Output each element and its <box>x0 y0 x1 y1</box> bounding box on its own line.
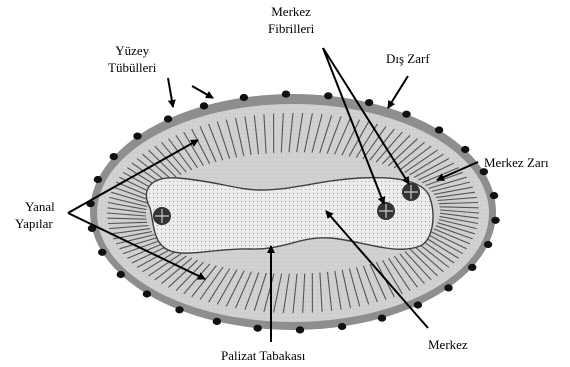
label-merkez: Merkez <box>428 336 468 353</box>
label-yuzey-tubulleri-line2: Tübülleri <box>108 59 156 76</box>
label-dis-zarf: Dış Zarf <box>386 50 430 67</box>
surface-tubule <box>94 176 102 183</box>
surface-tubule <box>296 326 304 333</box>
surface-tubule <box>254 325 262 332</box>
label-yanal-yapilar-line2: Yapılar <box>15 215 55 232</box>
surface-tubule <box>338 323 346 330</box>
surface-tubule <box>213 318 221 325</box>
surface-tubule <box>444 284 452 291</box>
surface-tubule <box>324 92 332 99</box>
surface-tubule <box>365 99 373 106</box>
surface-tubule <box>240 94 248 101</box>
surface-tubule <box>378 315 386 322</box>
label-merkez-zari: Merkez Zarı <box>484 154 549 171</box>
surface-tubule <box>402 111 410 118</box>
label-yuzey-tubulleri: Yüzey Tübülleri <box>108 42 156 76</box>
label-yuzey-tubulleri-line1: Yüzey <box>108 42 156 59</box>
surface-tubule <box>484 241 492 248</box>
surface-tubule <box>461 146 469 153</box>
surface-tubule <box>414 301 422 308</box>
surface-tubule <box>110 153 118 160</box>
surface-tubule <box>200 102 208 109</box>
label-merkez-fibrilleri-line2: Fibrilleri <box>268 20 314 37</box>
surface-tubule <box>164 115 172 122</box>
label-yanal-yapilar-line1: Yanal <box>15 198 55 215</box>
arrow-envelope <box>388 76 408 108</box>
label-merkez-fibrilleri: Merkez Fibrilleri <box>268 3 314 37</box>
label-yanal-yapilar: Yanal Yapılar <box>15 198 55 232</box>
surface-tubule <box>175 306 183 313</box>
label-palizat-tabakasi: Palizat Tabakası <box>221 347 305 364</box>
arrow-tubule-2 <box>192 86 213 98</box>
surface-tubule <box>143 290 151 297</box>
surface-tubule <box>491 217 499 224</box>
arrow-tubule-1 <box>168 78 173 107</box>
surface-tubule <box>98 249 106 256</box>
surface-tubule <box>468 264 476 271</box>
surface-tubule <box>282 91 290 98</box>
surface-tubule <box>490 192 498 199</box>
surface-tubule <box>435 126 443 133</box>
surface-tubule <box>133 133 141 140</box>
surface-tubule <box>117 271 125 278</box>
label-merkez-fibrilleri-line1: Merkez <box>268 3 314 20</box>
